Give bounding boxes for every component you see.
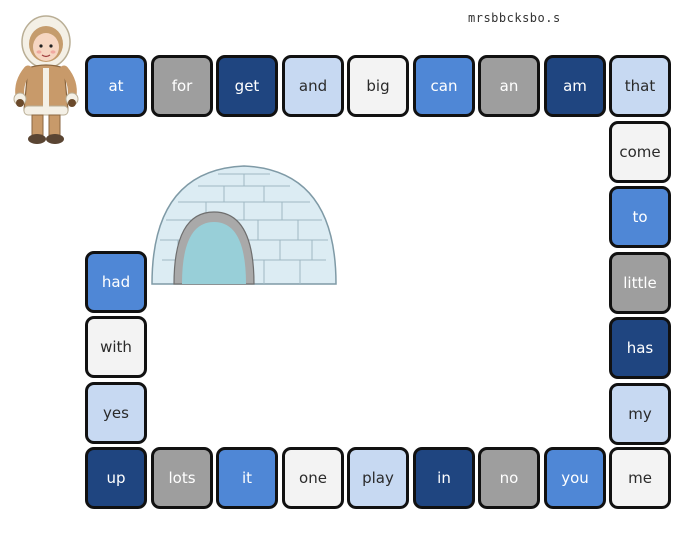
board-space-had[interactable]: had <box>85 251 147 313</box>
board-space-for[interactable]: for <box>151 55 213 117</box>
board-space-am[interactable]: am <box>544 55 606 117</box>
board-space-can[interactable]: can <box>413 55 475 117</box>
board-space-you[interactable]: you <box>544 447 606 509</box>
author-credit: mrsbbcksbo.s <box>468 11 561 25</box>
board-space-my[interactable]: my <box>609 383 671 445</box>
board-space-an[interactable]: an <box>478 55 540 117</box>
board-space-big[interactable]: big <box>347 55 409 117</box>
board-space-little[interactable]: little <box>609 252 671 314</box>
board-space-me[interactable]: me <box>609 447 671 509</box>
board-space-has[interactable]: has <box>609 317 671 379</box>
board-space-yes[interactable]: yes <box>85 382 147 444</box>
board-space-lots[interactable]: lots <box>151 447 213 509</box>
board-space-to[interactable]: to <box>609 186 671 248</box>
eskimo-child-icon <box>13 15 79 144</box>
board-space-come[interactable]: come <box>609 121 671 183</box>
board-space-and[interactable]: and <box>282 55 344 117</box>
board-space-up[interactable]: up <box>85 447 147 509</box>
board-space-with[interactable]: with <box>85 316 147 378</box>
board-space-at[interactable]: at <box>85 55 147 117</box>
board-space-no[interactable]: no <box>478 447 540 509</box>
igloo-icon <box>151 165 337 285</box>
board-space-it[interactable]: it <box>216 447 278 509</box>
board-space-play[interactable]: play <box>347 447 409 509</box>
board-space-in[interactable]: in <box>413 447 475 509</box>
board-space-that[interactable]: that <box>609 55 671 117</box>
board-space-one[interactable]: one <box>282 447 344 509</box>
board-space-get[interactable]: get <box>216 55 278 117</box>
